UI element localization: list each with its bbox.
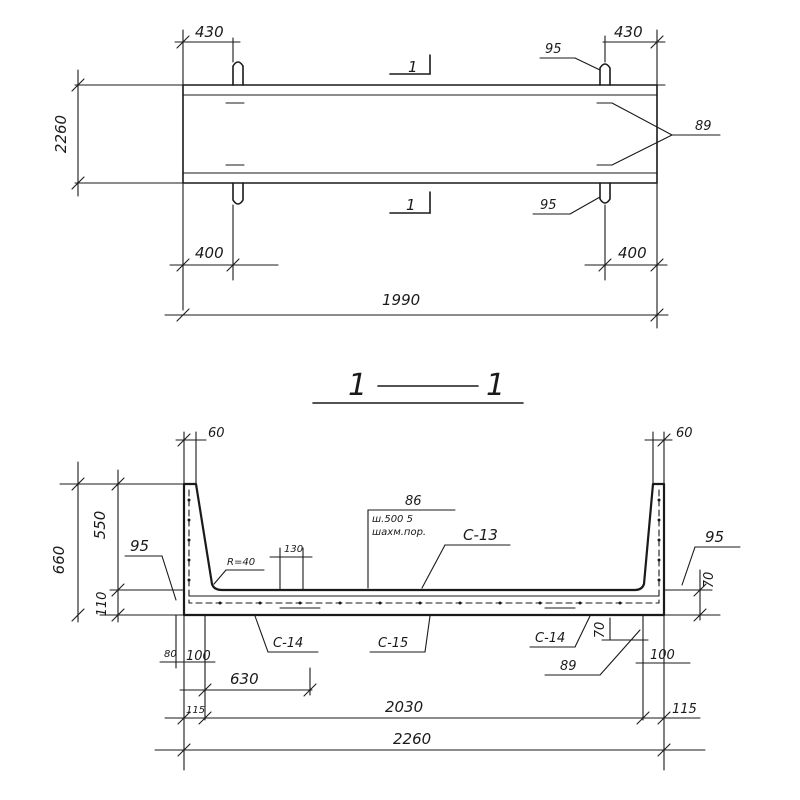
plan-dim-support-left: 400: [195, 244, 224, 262]
section-title: 1 1: [312, 368, 524, 404]
section-label-89: 89: [560, 659, 577, 674]
section-dim-80: 80: [164, 649, 177, 660]
plan-slab-outline: [182, 84, 658, 184]
plan-section-mark-bottom: 1: [406, 196, 416, 214]
plan-section-mark-top: 1: [408, 58, 418, 76]
section-dim-100-right: 100: [650, 648, 675, 663]
plan-loop-top-left: [232, 61, 244, 86]
plan-label-embed: 89: [695, 119, 712, 134]
section-label-loop-right: 95: [705, 528, 724, 546]
section-dim-2030: 2030: [385, 698, 423, 716]
plan-label-loop-bottom: 95: [540, 198, 557, 213]
section-label-mesh-86: 86: [405, 494, 422, 509]
section-dim-115-right: 115: [672, 702, 697, 717]
section-dim-100-left: 100: [186, 649, 211, 664]
section-dim-total-height: 660: [50, 546, 68, 575]
section-dim-base-right: 70: [702, 572, 717, 589]
plan-embed-marks: [225, 102, 613, 166]
section-dim-base-left: 110: [95, 592, 110, 617]
plan-dim-left-offset: 430: [195, 23, 224, 41]
section-label-loop-left: 95: [130, 537, 149, 555]
section-label-c14-left: С-14: [273, 636, 303, 651]
plan-dim-height: 2260: [52, 115, 70, 153]
section-dim-wall-height: 550: [91, 511, 109, 540]
trough-outline: [182, 482, 666, 617]
section-dim-wall-right: 60: [676, 426, 693, 441]
section-title-left: 1: [348, 368, 367, 403]
section-note-mesh-line1: ш.500 5: [372, 514, 413, 525]
section-dim-70-bottom: 70: [593, 622, 608, 639]
rebar-dots: [187, 498, 661, 605]
section-view: 660 550 110 60 60 95 95 70: [50, 426, 741, 771]
plan-dim-support-right: 400: [618, 244, 647, 262]
section-label-radius: R=40: [227, 557, 255, 568]
section-label-c13: С-13: [463, 526, 498, 544]
section-dim-wall-left: 60: [208, 426, 225, 441]
plan-loop-bottom-left: [232, 182, 244, 205]
section-dim-630: 630: [230, 670, 259, 688]
plan-loop-top-right: [599, 63, 611, 86]
section-label-c14-right: С-14: [535, 631, 565, 646]
section-title-right: 1: [486, 368, 505, 403]
trough-reinforcement: [188, 489, 660, 604]
plan-view: 2260 430 430 95 95 89 1 1: [52, 23, 721, 329]
section-dim-2260: 2260: [393, 730, 431, 748]
plan-label-loop-top: 95: [545, 42, 562, 57]
section-dim-step: 130: [284, 544, 303, 555]
plan-dim-right-offset: 430: [614, 23, 643, 41]
section-dim-115-left: 115: [186, 705, 205, 716]
plan-dim-length: 1990: [382, 291, 420, 309]
section-label-c15: С-15: [378, 636, 408, 651]
section-note-mesh-line2: шахм.пор.: [372, 527, 426, 538]
plan-loop-bottom-right: [599, 182, 611, 204]
